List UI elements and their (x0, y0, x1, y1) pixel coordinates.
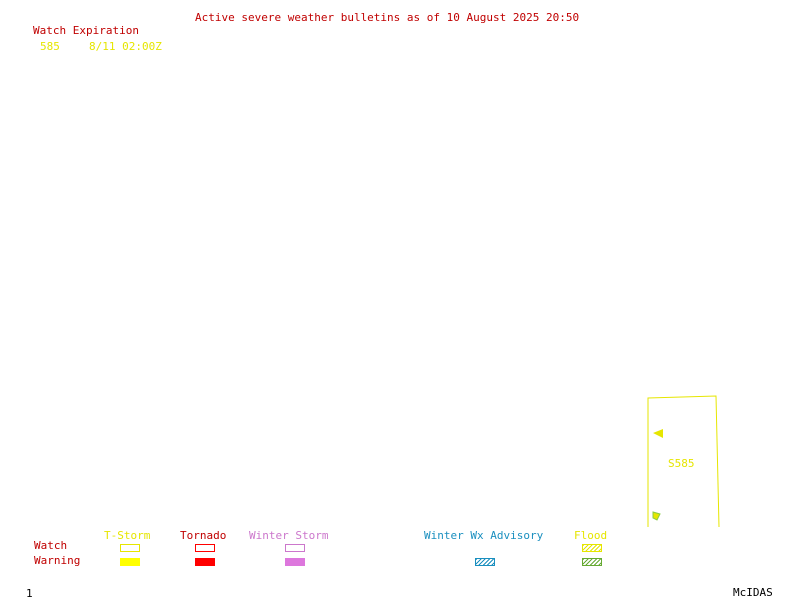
legend-flood-label: Flood (574, 529, 608, 542)
tstorm-watch-swatch (120, 544, 140, 552)
legend-watch-row-label: Watch (34, 539, 68, 552)
frame-number: 1 (26, 587, 33, 600)
legend-winter-wx-advisory-label: Winter Wx Advisory (424, 529, 544, 542)
legend-winter-storm-label: Winter Storm (249, 529, 329, 542)
watch-box-label: S585 (668, 457, 695, 470)
tstorm-warning-swatch (120, 558, 140, 566)
watch-arrow-marker (653, 429, 663, 438)
winter-storm-warning-swatch (285, 558, 305, 566)
winter-wx-advisory-warning-swatch (475, 558, 495, 566)
legend-tstorm-label: T-Storm (104, 529, 151, 542)
mcidas-brand: McIDAS (733, 586, 773, 599)
flood-watch-swatch (582, 544, 602, 552)
tornado-watch-swatch (195, 544, 215, 552)
bulletin-title: Active severe weather bulletins as of 10… (195, 11, 580, 24)
watch-box-outline (647, 395, 720, 528)
tornado-warning-swatch (195, 558, 215, 566)
legend-warning-row-label: Warning (34, 554, 81, 567)
watch-expiration-label: Watch Expiration (33, 24, 139, 37)
winter-storm-watch-swatch (285, 544, 305, 552)
legend-tornado-label: Tornado (180, 529, 227, 542)
watch-small-marker (652, 511, 661, 521)
flood-warning-swatch (582, 558, 602, 566)
watch-expiry-time: 8/11 02:00Z (89, 40, 162, 53)
watch-id: 585 (40, 40, 60, 53)
